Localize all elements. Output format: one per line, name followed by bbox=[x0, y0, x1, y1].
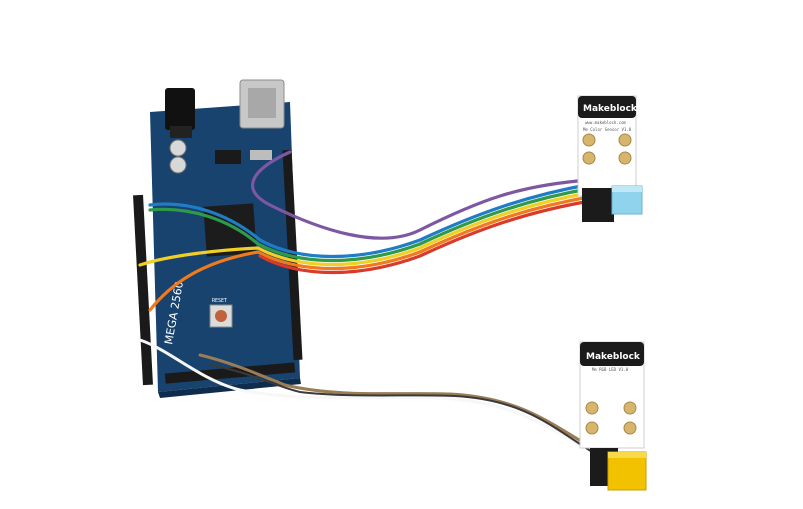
main-chip bbox=[203, 203, 257, 257]
ribbon-wire-purple bbox=[250, 150, 592, 240]
ribbon-wire-orange bbox=[148, 194, 597, 312]
reset-button-cap bbox=[215, 310, 227, 322]
color-sensor-brand: Makeblock bbox=[583, 104, 638, 114]
ic-small bbox=[215, 150, 241, 164]
led-cable-white bbox=[138, 338, 600, 457]
capacitor-1 bbox=[169, 139, 187, 157]
led-cable bbox=[138, 338, 603, 459]
color-sensor-header bbox=[578, 96, 636, 118]
bottom-header bbox=[164, 362, 296, 384]
led-cable-dark bbox=[209, 364, 603, 459]
ribbon-wire-red bbox=[258, 198, 598, 275]
ribbon-cable bbox=[138, 150, 598, 312]
color-sensor-connector bbox=[582, 188, 614, 222]
left-header bbox=[133, 194, 153, 386]
rgb-led-yellow-cap-top bbox=[608, 452, 646, 458]
led-hole-2 bbox=[623, 401, 637, 415]
rgb-led-header bbox=[580, 342, 644, 366]
rgb-led-brand: Makeblock bbox=[586, 352, 641, 362]
led-hole-4 bbox=[623, 421, 637, 435]
rgb-led-model: Me RGB LED V1.0 bbox=[592, 367, 629, 372]
led-hole-1 bbox=[585, 401, 599, 415]
led-cable-brown bbox=[198, 353, 602, 454]
power-jack bbox=[165, 88, 195, 130]
hole-2 bbox=[618, 133, 632, 147]
color-sensor-module: Makeblock www.makeblock.com Me Color Sen… bbox=[577, 95, 643, 222]
color-sensor-cap-top bbox=[612, 186, 642, 192]
capacitor-2 bbox=[169, 156, 187, 174]
ribbon-wire-green bbox=[148, 186, 595, 263]
arduino-mega-board: RESET MEGA 2560 bbox=[133, 79, 303, 398]
crystal bbox=[250, 150, 272, 160]
rgb-led-module: Makeblock Me RGB LED V1.0 bbox=[579, 341, 647, 491]
led-hole-3 bbox=[585, 421, 599, 435]
color-sensor-model: Me Color Sensor V1.0 bbox=[583, 127, 632, 132]
usb-connector-inner bbox=[248, 88, 276, 118]
hole-4 bbox=[618, 151, 632, 165]
hole-3 bbox=[582, 151, 596, 165]
ribbon-wire-yellow bbox=[138, 190, 596, 267]
reset-label: RESET bbox=[212, 298, 227, 304]
power-jack-base bbox=[170, 126, 192, 138]
hole-1 bbox=[582, 133, 596, 147]
ribbon-wire-blue bbox=[148, 182, 594, 259]
color-sensor-url: www.makeblock.com bbox=[585, 120, 627, 125]
